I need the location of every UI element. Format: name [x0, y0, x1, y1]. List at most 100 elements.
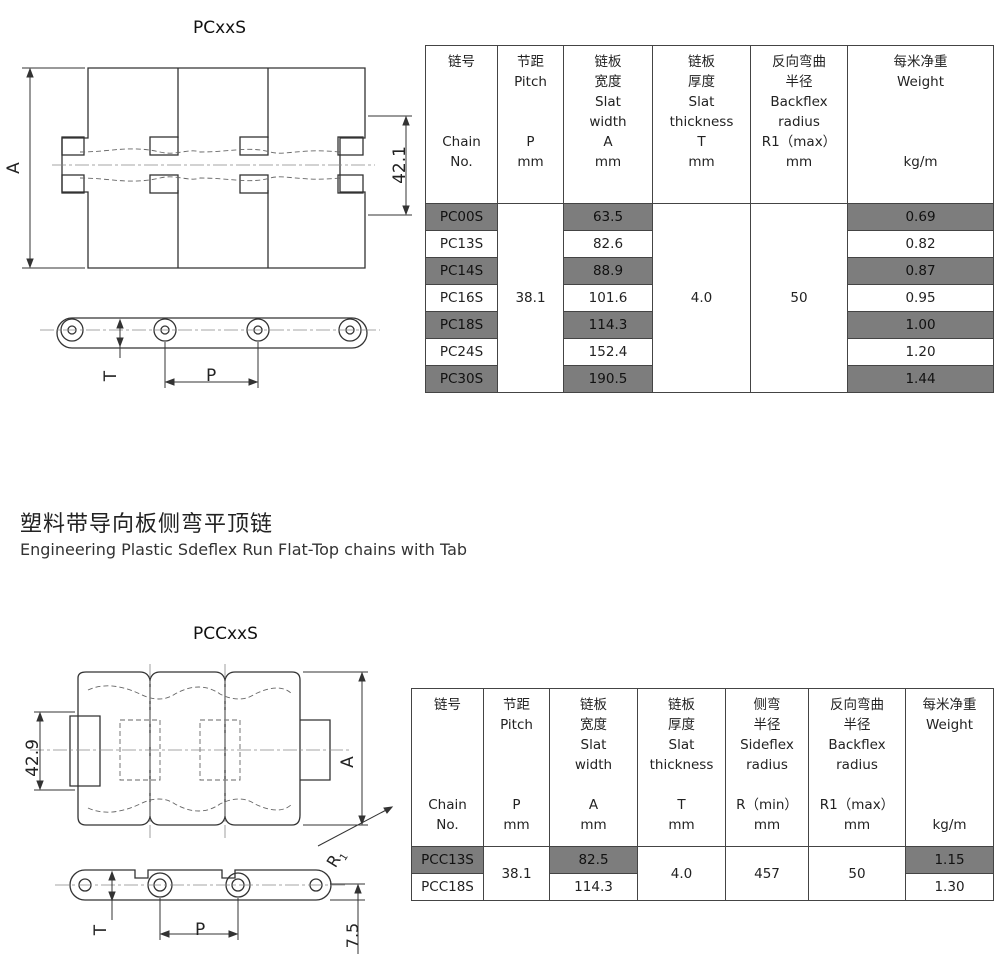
slat-width-cell: 63.5	[563, 203, 653, 231]
header-line	[906, 755, 993, 775]
chain-no-cell: PCC13S	[411, 846, 484, 874]
header-line: R1（max）	[761, 134, 837, 150]
header-line: Backflex	[770, 94, 828, 110]
slat-width-cell: 101.6	[563, 284, 653, 312]
header-line	[726, 775, 808, 795]
bottom-chain-side-drawing	[55, 869, 365, 954]
chain-no-cell: PC00S	[425, 203, 498, 231]
header-line: mm	[503, 817, 530, 833]
bottom-dim-height-2: 7.5	[343, 922, 363, 949]
header-line: Weight	[925, 717, 974, 733]
slat-width-cell: 190.5	[563, 365, 653, 393]
header-line: P	[512, 797, 521, 813]
chain-no-cell: PC14S	[425, 257, 498, 285]
top-dim-t: T	[101, 370, 122, 382]
chain-no-cell: PC24S	[425, 338, 498, 366]
header-line: mm	[688, 154, 715, 170]
header-line: Pitch	[500, 717, 533, 733]
slat-width-cell: 82.5	[549, 846, 638, 874]
header-line: mm	[580, 817, 607, 833]
chain-no-cell: PCC18S	[411, 873, 484, 901]
top-dim-a: A	[3, 162, 24, 174]
header-line: 链板	[580, 697, 607, 713]
header-line: A	[588, 797, 599, 813]
section-title-en: Engineering Plastic Sdeflex Run Flat-Top…	[20, 540, 468, 559]
weight-cell: 1.00	[847, 311, 994, 339]
header-line: Slat	[668, 737, 695, 753]
header-line	[809, 775, 905, 795]
header-line: 链板	[668, 697, 695, 713]
header-line: width	[574, 757, 613, 773]
header-line	[848, 92, 993, 112]
header-line: Pitch	[514, 74, 547, 90]
header-line: Chain	[442, 134, 481, 150]
header-line: 每米净重	[893, 54, 948, 70]
header-line: mm	[785, 154, 813, 170]
header-line: 反向弯曲	[830, 697, 884, 713]
weight-cell: 1.20	[847, 338, 994, 366]
header-line: R（min）	[736, 797, 798, 813]
chain-no-cell: PC16S	[425, 284, 498, 312]
top-chain-side-drawing	[40, 317, 380, 388]
header-line: T	[697, 134, 706, 150]
weight-cell: 1.44	[847, 365, 994, 393]
header-line: T	[677, 797, 686, 813]
header-line	[412, 715, 483, 735]
header-line	[412, 735, 483, 755]
weight-cell: 1.30	[905, 873, 994, 901]
header-line	[484, 735, 549, 755]
header-line: radius	[836, 757, 878, 773]
header-line: 节距	[517, 54, 544, 70]
header-line: Slat	[580, 737, 607, 753]
header-line	[906, 795, 993, 815]
header-line: 链板	[594, 54, 622, 70]
header-line: kg/m	[903, 154, 938, 170]
header-line: No.	[450, 154, 473, 170]
header-line	[848, 112, 993, 132]
header-line: 厚度	[668, 717, 695, 733]
backflex-radius-cell: 50	[808, 846, 906, 901]
header-line	[412, 775, 483, 795]
slat-width-cell: 114.3	[563, 311, 653, 339]
pitch-cell: 38.1	[483, 846, 550, 901]
table-row: PC16S 101.6 0.95	[425, 284, 994, 312]
weight-cell: 0.69	[847, 203, 994, 231]
header-line	[426, 72, 497, 92]
top-dim-height: 42.1	[389, 146, 410, 184]
header-line: No.	[436, 817, 459, 833]
header-line: 链板	[688, 54, 715, 70]
header-line: 反向弯曲	[772, 54, 826, 70]
header-line: R1（max）	[819, 797, 895, 813]
header-line: mm	[594, 154, 622, 170]
header-line: Slat	[595, 94, 621, 110]
bottom-col-weight-header: 每米净重 Weight kg/m	[905, 688, 994, 847]
weight-cell: 0.95	[847, 284, 994, 312]
header-line	[906, 735, 993, 755]
header-line: 每米净重	[922, 697, 977, 713]
header-line: 半径	[785, 74, 813, 90]
weight-cell: 1.15	[905, 846, 994, 874]
header-line: mm	[843, 817, 871, 833]
header-line	[484, 755, 549, 775]
header-line: 节距	[503, 697, 530, 713]
header-line: Chain	[428, 797, 467, 813]
header-line: 侧弯	[753, 697, 781, 713]
header-line: kg/m	[932, 817, 967, 833]
slat-thickness-cell: 4.0	[637, 846, 726, 901]
bottom-drawing-label: PCCxxS	[193, 624, 258, 644]
slat-thickness-cell: 4.0	[652, 203, 751, 393]
header-line: 链号	[448, 54, 475, 70]
slat-width-cell: 88.9	[563, 257, 653, 285]
